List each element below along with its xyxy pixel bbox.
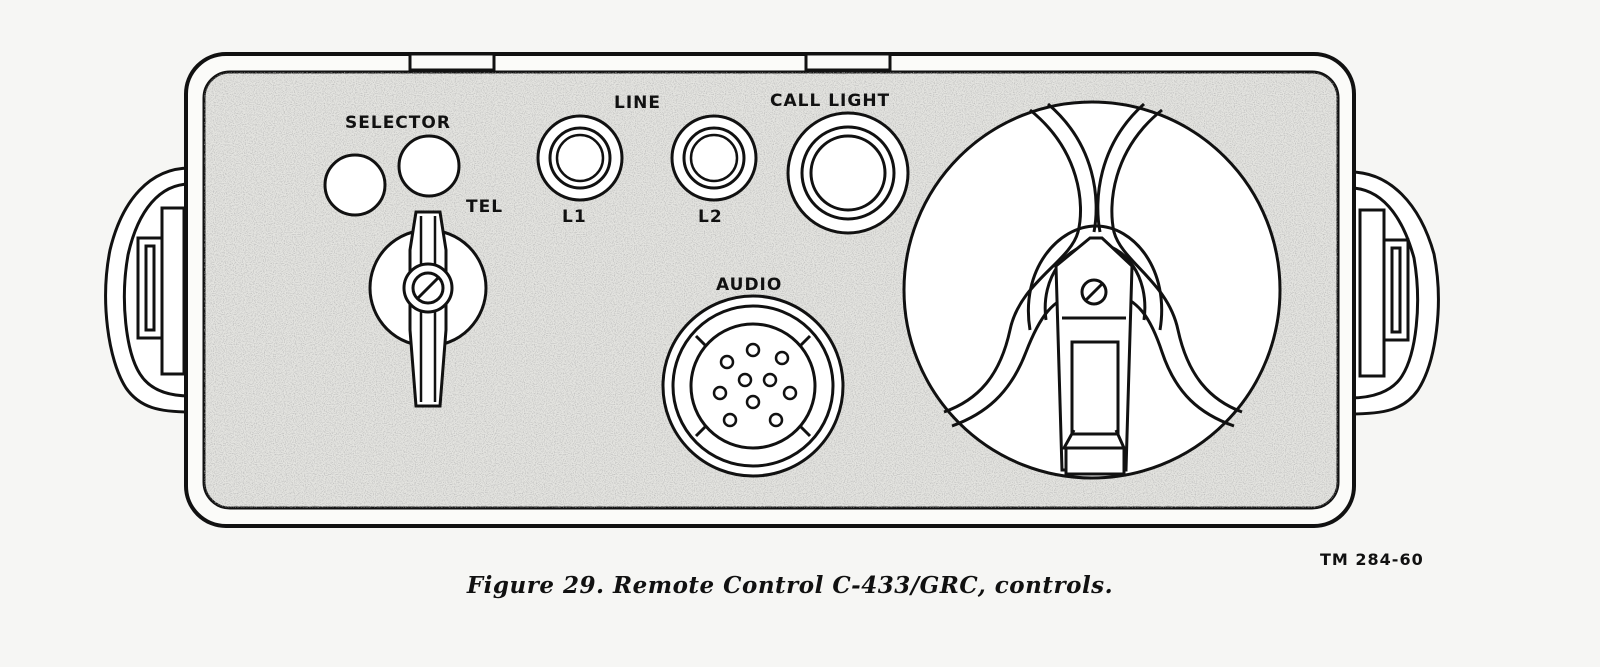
jack-l1[interactable] xyxy=(536,114,624,202)
label-selector: SELECTOR xyxy=(345,113,451,133)
top-latch-right xyxy=(804,52,892,72)
label-call-light: CALL LIGHT xyxy=(770,91,890,111)
right-handle xyxy=(1349,170,1440,416)
audio-pins xyxy=(712,342,798,428)
left-handle xyxy=(104,166,191,414)
jack-l2[interactable] xyxy=(670,114,758,202)
label-line: LINE xyxy=(614,93,661,113)
label-tel: TEL xyxy=(466,197,503,217)
handset xyxy=(902,100,1282,480)
top-latch-left xyxy=(408,52,496,72)
label-l2: L2 xyxy=(698,207,723,227)
figure-caption-text: Figure 29. Remote Control C-433/GRC, con… xyxy=(466,572,1114,599)
tm-code: TM 284-60 xyxy=(1320,550,1424,569)
audio-connector[interactable] xyxy=(661,294,845,478)
selector-group xyxy=(323,134,461,217)
selector-knob-left[interactable] xyxy=(323,153,387,217)
label-audio: AUDIO xyxy=(716,275,782,295)
tel-switch[interactable] xyxy=(368,210,488,408)
figure-caption: Figure 29. Remote Control C-433/GRC, con… xyxy=(0,572,1600,599)
label-l1: L1 xyxy=(562,207,587,227)
call-light xyxy=(786,111,910,235)
selector-knob-right[interactable] xyxy=(397,134,461,198)
